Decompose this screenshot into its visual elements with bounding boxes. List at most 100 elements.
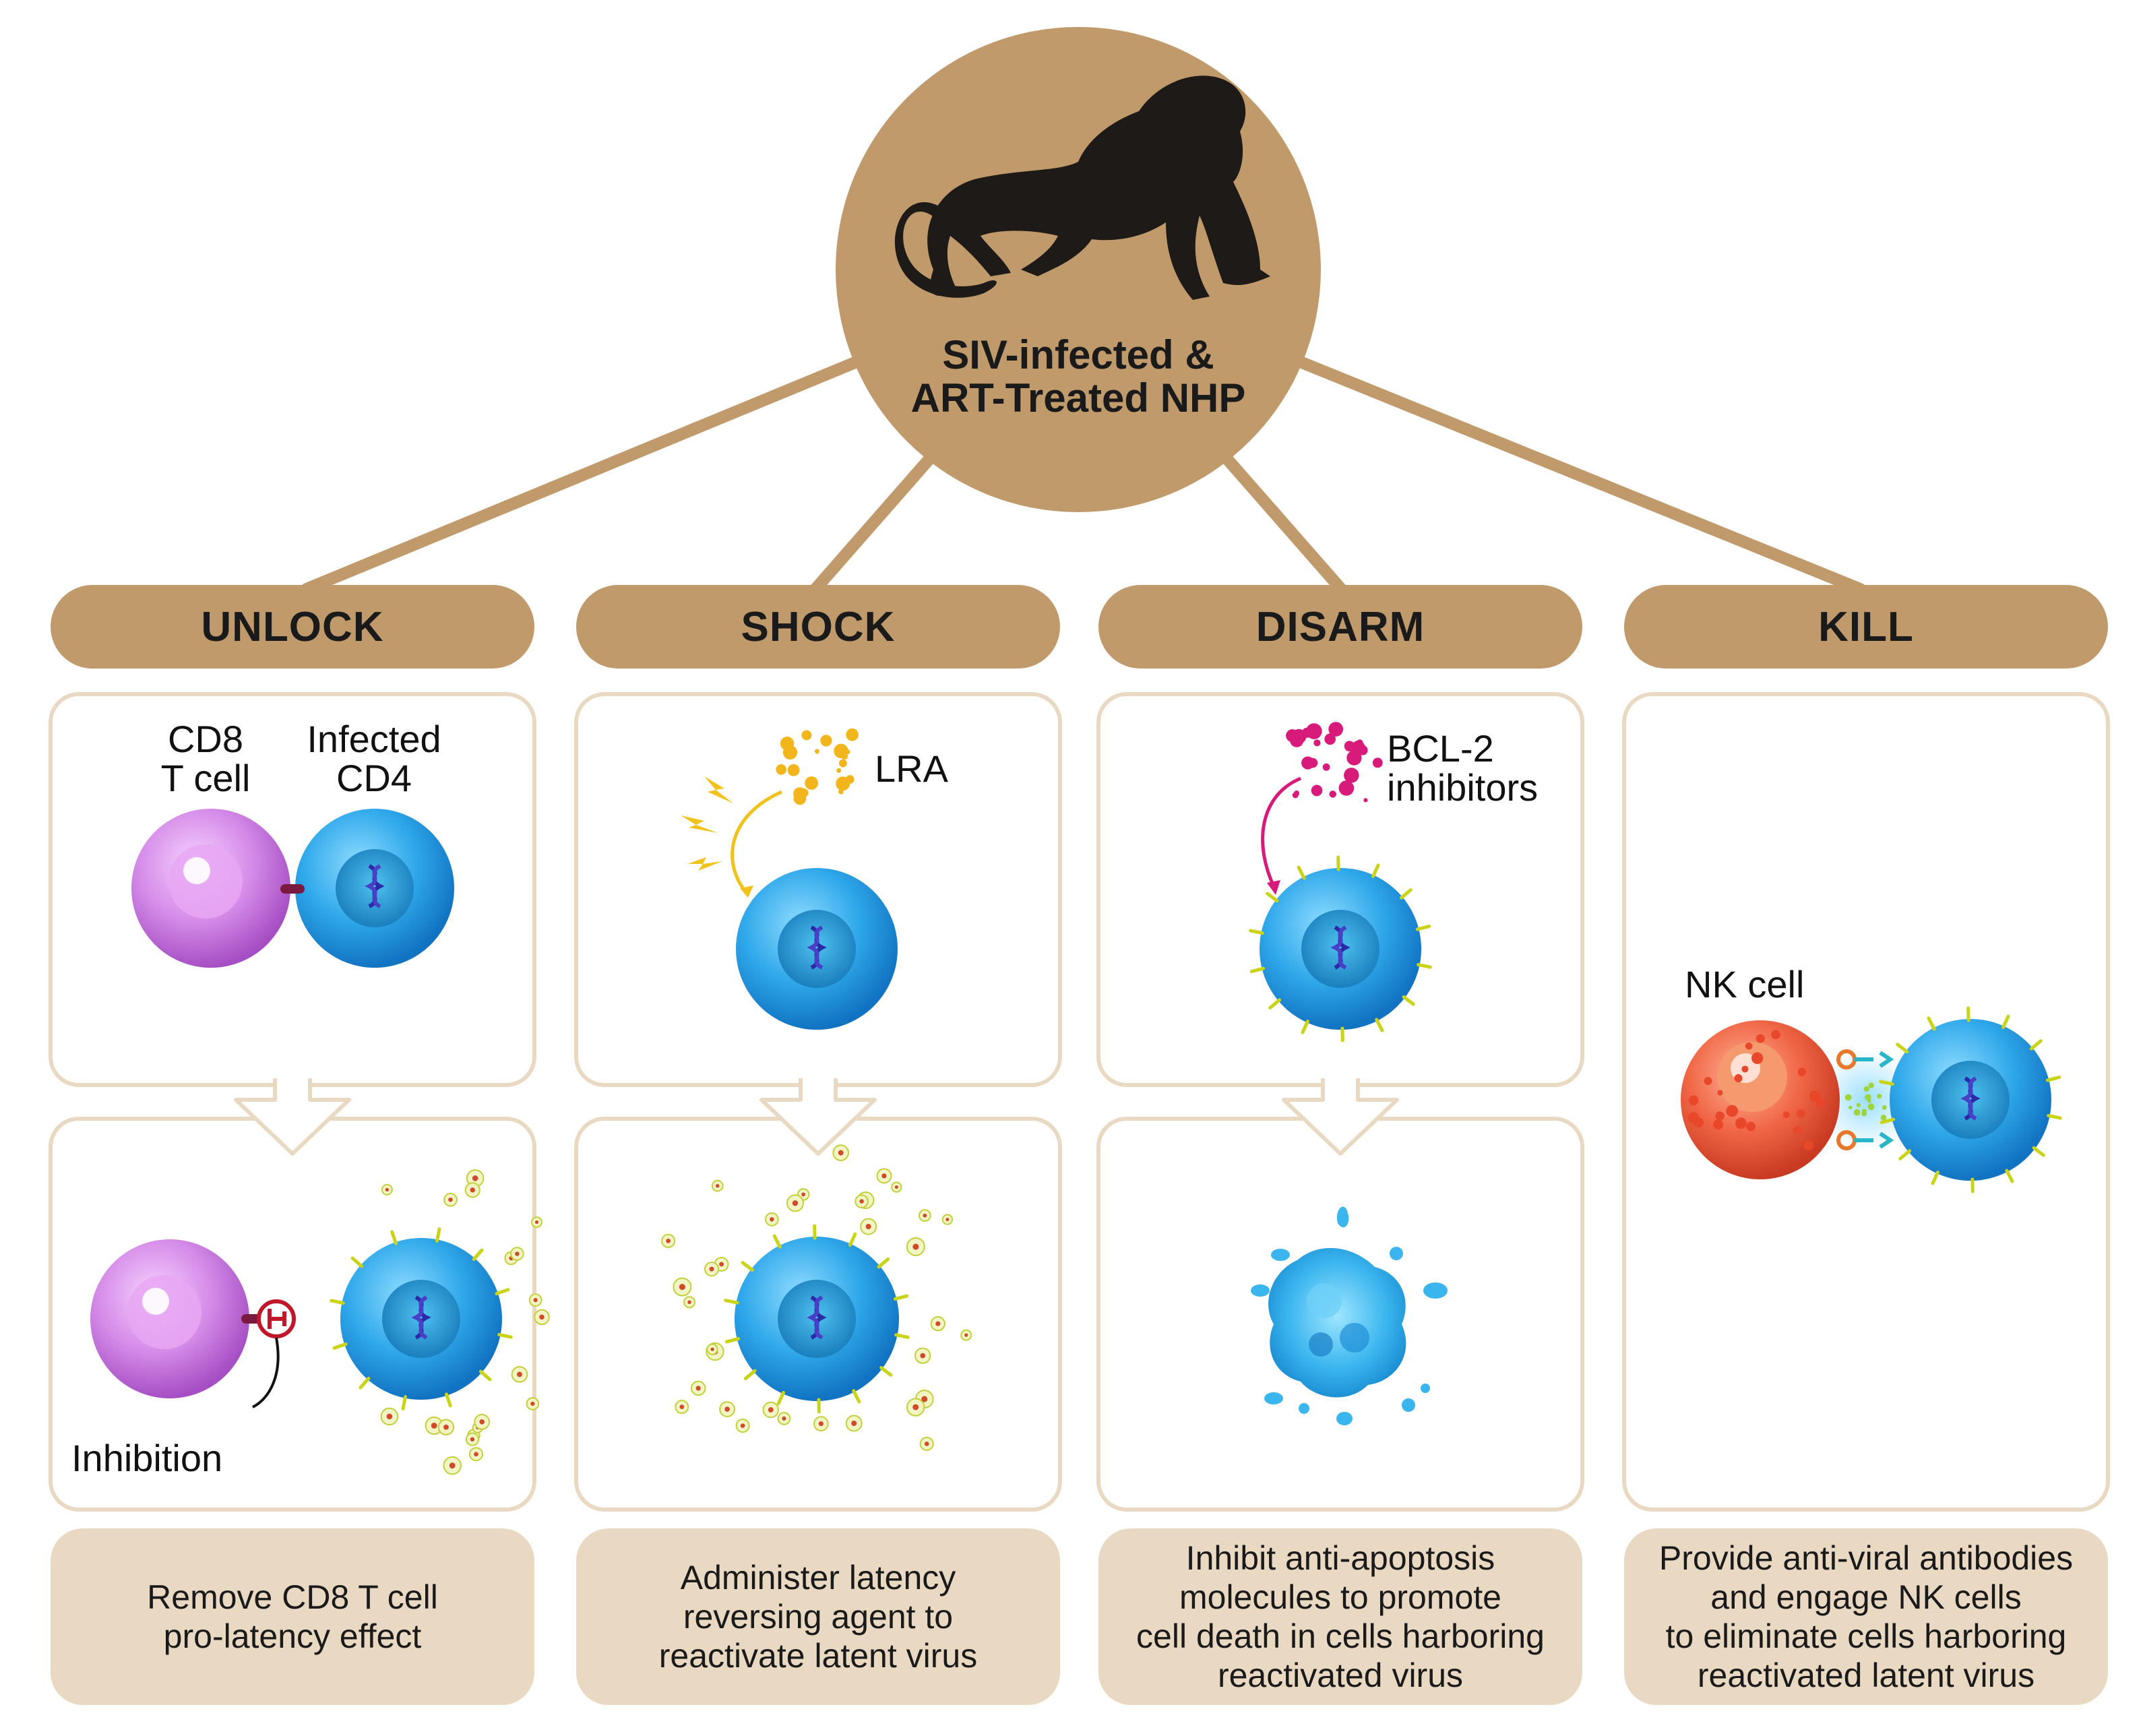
- surface-spike: [2001, 1014, 2010, 1029]
- monkey-silhouette-icon: [894, 75, 1270, 300]
- surface-spike: [435, 1227, 441, 1243]
- surface-spike: [1898, 1149, 1912, 1160]
- virion-core: [851, 1420, 857, 1427]
- inhibition-pointer: [252, 1337, 280, 1408]
- lra-molecule: [838, 788, 844, 795]
- surface-spike: [743, 1369, 757, 1381]
- virion-core: [533, 1298, 538, 1303]
- virion-core: [719, 1262, 724, 1267]
- bcl2-inhibitor-molecule: [1328, 722, 1344, 737]
- description-unlock: Remove CD8 T cell pro-latency effect: [51, 1528, 534, 1705]
- surface-spike: [2047, 1113, 2062, 1120]
- surface-spike: [1931, 1171, 1939, 1185]
- surface-spike: [724, 1337, 741, 1344]
- cytotoxic-granule: [1853, 1109, 1861, 1116]
- header-disarm: DISARM: [1098, 585, 1582, 669]
- nk-granule: [1693, 1117, 1704, 1128]
- apoptotic-cell: [1251, 1206, 1448, 1425]
- virion-core: [695, 1386, 701, 1391]
- virion-core: [515, 1251, 520, 1256]
- lra-molecule: [846, 728, 859, 741]
- bcl2-inhibitor-molecule: [1322, 763, 1330, 771]
- virion-core: [679, 1404, 685, 1409]
- label-cd8-t-cell: CD8 T cell: [160, 718, 251, 799]
- virion-core: [921, 1396, 928, 1402]
- virion-core: [470, 1187, 475, 1193]
- virion-core: [724, 1406, 730, 1412]
- label-inhibition: Inhibition: [71, 1437, 223, 1479]
- virion-core: [881, 1173, 887, 1179]
- surface-spike: [350, 1256, 364, 1268]
- nk-granule: [1715, 1111, 1725, 1121]
- surface-spike: [1402, 995, 1415, 1006]
- shock-top-illustration: [681, 776, 898, 1030]
- virion-core: [470, 1437, 475, 1442]
- lra-molecule: [838, 759, 847, 768]
- cytotoxic-granule: [1863, 1086, 1869, 1092]
- virion-core: [792, 1200, 799, 1206]
- surface-spike: [1297, 865, 1306, 880]
- down-arrow-unlock: [234, 1078, 351, 1156]
- lra-molecule: [834, 743, 848, 759]
- virion-core: [912, 1243, 919, 1250]
- bcl2-inhibitor-molecule: [1338, 780, 1355, 796]
- connector-disarm: [1220, 452, 1347, 595]
- cytotoxic-granule: [1877, 1094, 1882, 1099]
- nk-granule: [1797, 1067, 1806, 1076]
- surface-spike: [724, 1299, 739, 1305]
- connector-lines: [301, 348, 1866, 595]
- surface-spike: [879, 1366, 893, 1377]
- lra-molecule: [801, 730, 812, 741]
- label-nk-cell: NK cell: [1685, 963, 1805, 1005]
- header-shock: SHOCK: [576, 585, 1060, 669]
- surface-spike: [1301, 1020, 1309, 1034]
- lra-molecule: [787, 764, 800, 776]
- surface-spike: [1249, 929, 1264, 935]
- surface-spike: [1880, 1117, 1896, 1124]
- cytotoxic-granule: [1844, 1094, 1852, 1101]
- virion-core: [472, 1175, 478, 1181]
- surface-spike: [1879, 1080, 1894, 1086]
- down-arrow-disarm: [1282, 1078, 1399, 1156]
- virion-core: [474, 1452, 478, 1457]
- lra-molecule: [780, 737, 795, 751]
- virion-core: [715, 1183, 720, 1188]
- nk-granule: [1751, 1052, 1764, 1064]
- description-kill: Provide anti-viral antibodies and engage…: [1624, 1528, 2108, 1705]
- nk-granule: [1771, 1030, 1780, 1039]
- bcl2-inhibitor-molecule: [1346, 750, 1362, 766]
- bcl2-inhibitor-molecule: [1363, 798, 1368, 803]
- nk-granule: [1782, 1111, 1790, 1119]
- surface-spike: [1399, 888, 1412, 900]
- bcl2-arrow: [1261, 776, 1301, 888]
- generated-particles: [330, 722, 2062, 1475]
- nk-granule: [1745, 1042, 1753, 1050]
- lra-molecule: [820, 735, 832, 747]
- virion-core: [431, 1423, 437, 1429]
- description-disarm: Inhibit anti-apoptosis molecules to prom…: [1098, 1528, 1582, 1705]
- nk-granule: [1803, 1140, 1813, 1150]
- lra-molecule: [814, 749, 819, 754]
- shock-bottom-illustration: [735, 1237, 899, 1401]
- nk-granule: [1688, 1095, 1699, 1106]
- virion-core: [964, 1333, 968, 1337]
- surface-spike: [2029, 1039, 2043, 1051]
- nk-granule: [1717, 1090, 1723, 1096]
- virion-core: [443, 1424, 449, 1430]
- nk-granule: [1812, 1093, 1820, 1100]
- surface-spike: [2032, 1146, 2045, 1157]
- surface-spike: [877, 1257, 890, 1269]
- surface-spike: [1896, 1043, 1909, 1054]
- down-arrow-shock: [759, 1078, 877, 1156]
- virion-core: [782, 1416, 786, 1421]
- cytotoxic-granule: [1849, 1105, 1853, 1110]
- unlock-bottom-illustration: [90, 1238, 502, 1408]
- virion-core: [923, 1213, 927, 1218]
- nk-granule: [1713, 1119, 1724, 1130]
- virion-core: [385, 1187, 389, 1191]
- surface-spike: [478, 1369, 492, 1382]
- surface-spike: [852, 1389, 861, 1404]
- lra-molecule: [845, 775, 855, 784]
- cytotoxic-granule: [1856, 1103, 1861, 1107]
